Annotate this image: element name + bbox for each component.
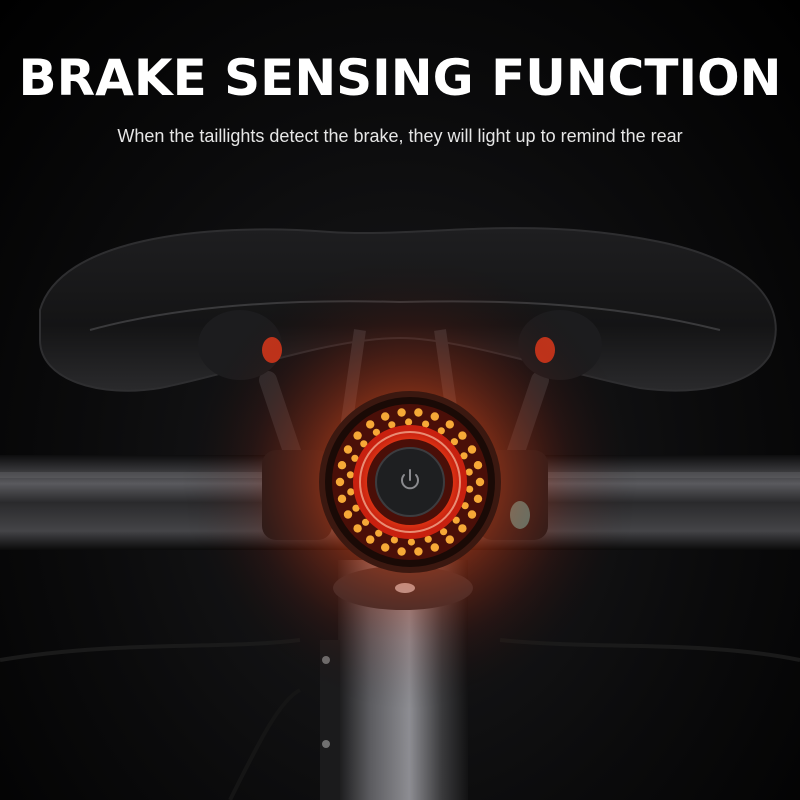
led-dot xyxy=(366,420,375,429)
led-dot xyxy=(366,535,375,544)
led-dot xyxy=(422,420,430,428)
led-dot xyxy=(381,412,390,421)
led-dot xyxy=(407,538,415,546)
led-dot xyxy=(362,518,370,526)
led-dot xyxy=(467,445,477,454)
led-dot xyxy=(353,524,362,533)
led-dot xyxy=(437,427,445,435)
led-dot xyxy=(445,535,454,544)
led-dot xyxy=(473,461,483,470)
power-button xyxy=(375,447,445,517)
power-icon xyxy=(401,469,419,490)
led-dot xyxy=(430,412,439,421)
led-dot xyxy=(475,477,485,487)
led-dot xyxy=(375,529,383,537)
led-dot xyxy=(360,440,368,448)
led-dot xyxy=(414,408,423,417)
led-dot xyxy=(388,421,396,429)
headline: BRAKE SENSING FUNCTION xyxy=(18,49,782,107)
led-dot xyxy=(450,438,458,446)
led-dot xyxy=(343,510,353,519)
led-dot xyxy=(424,535,432,543)
led-dot xyxy=(372,428,380,436)
led-dot xyxy=(351,454,359,462)
led-dot xyxy=(465,468,473,476)
subline: When the taillights detect the brake, th… xyxy=(117,126,683,146)
led-dot xyxy=(440,528,448,536)
led-dot xyxy=(335,477,345,487)
led-dot xyxy=(381,543,390,552)
led-dot xyxy=(452,516,460,524)
led-ring xyxy=(335,408,485,556)
led-dot xyxy=(352,504,360,512)
led-dot xyxy=(343,445,353,454)
led-dot xyxy=(346,471,354,479)
led-dot xyxy=(473,494,483,503)
led-dot xyxy=(460,452,468,460)
led-dot xyxy=(430,543,439,552)
led-dot xyxy=(337,461,347,470)
led-dot xyxy=(353,431,362,440)
led-dot xyxy=(414,547,423,556)
led-dot xyxy=(461,502,469,510)
led-dot xyxy=(337,494,347,503)
led-dot xyxy=(458,524,467,533)
led-dot xyxy=(390,536,398,544)
led-dot xyxy=(397,408,406,417)
led-dot xyxy=(466,485,474,493)
led-dot xyxy=(467,510,477,519)
led-dot xyxy=(347,488,355,496)
led-dot xyxy=(397,547,406,556)
led-dot xyxy=(445,420,454,429)
led-dot xyxy=(405,418,413,426)
led-dot xyxy=(458,431,467,440)
